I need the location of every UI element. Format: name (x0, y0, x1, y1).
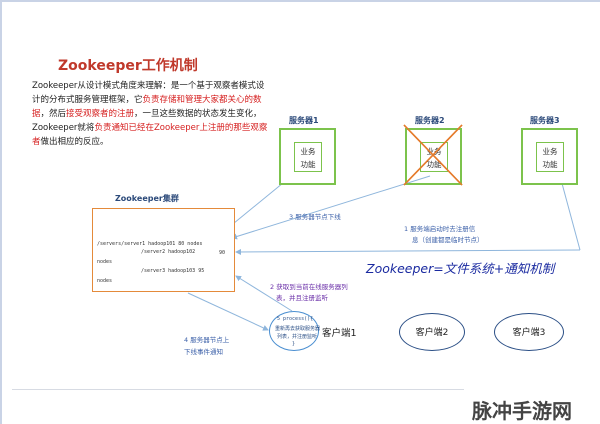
arrow-server2-to-cluster (231, 175, 431, 240)
cluster-row-server1: /servers/server1 hadoop101 80 nodes (97, 241, 203, 247)
server1-label: 服务器1 (289, 116, 319, 125)
client1-watch-bubble: 5 process(){ 重新再去获取服务器 列表，并注册监听 } (269, 311, 321, 351)
cluster-row-nodes-2: nodes (97, 278, 113, 284)
client2-label: 客户端2 (415, 328, 449, 338)
watermark: 脉冲手游网 (472, 399, 572, 423)
server3-function-line1: 业务 (542, 147, 558, 156)
slide-bottom-line (12, 389, 464, 390)
arrow-client-to-cluster (235, 275, 293, 312)
cluster-label: Zookeeper集群 (115, 194, 179, 203)
server3-function-box: 业务 功能 (536, 142, 564, 172)
formula-text: Zookeeper=文件系统+通知机制 (366, 261, 555, 276)
server2-function-line1: 业务 (426, 147, 442, 156)
server2-offline-cross (403, 124, 463, 186)
arrow-cluster-notify-client (187, 292, 269, 331)
server3-function-line2: 功能 (542, 160, 558, 169)
server2-function-line2: 功能 (426, 160, 442, 169)
arrow-server3-segment (559, 175, 581, 251)
server2-function-box: 业务 功能 (420, 142, 448, 172)
server1-function-box: 业务 功能 (294, 142, 322, 172)
para-text-1: Zookeeper从设计模式角度来理解：是一个基于观察者模式设计的分布式服务管理… (32, 81, 265, 105)
server2-box: 业务 功能 (405, 128, 462, 185)
client3-label: 客户端3 (512, 328, 546, 338)
para-highlight-3: 负责通知已经在Zookeeper上注册的那些观察者 (32, 123, 268, 147)
client1-code-line3: 列表，并注册监听 (277, 334, 318, 340)
slide-border-left (0, 0, 2, 424)
client1-code-line4: } (292, 341, 296, 347)
para-text-3: ，一旦这些数据的状态发生变化，Zookeeper就将 (32, 109, 262, 133)
para-highlight-2: 接受观察者的注册 (66, 109, 135, 119)
cluster-row-server3: /server3 hadoop103 95 (141, 268, 205, 274)
zookeeper-cluster-box: /servers/server1 hadoop101 80 nodes 90 n… (92, 208, 235, 292)
note-4-line2: 下线事件通知 (184, 348, 223, 356)
page-title: Zookeeper工作机制 (58, 58, 198, 74)
description-paragraph: Zookeeper从设计模式角度来理解：是一个基于观察者模式设计的分布式服务管理… (32, 79, 270, 149)
server3-box: 业务 功能 (521, 128, 578, 185)
server3-label: 服务器3 (530, 116, 560, 125)
client2-node: 客户端2 (399, 313, 465, 351)
slide-border-top (0, 0, 600, 2)
cluster-row-nodes-1: nodes (97, 259, 113, 265)
note-3-server-offline: 3 服务器节点下线 (289, 213, 341, 221)
client1-label: 客户端1 (322, 328, 357, 339)
note-1-line1: 1 服务端启动时去注册信 (404, 225, 476, 233)
cluster-row-server2-tail: 90 (219, 250, 226, 256)
client3-node: 客户端3 (494, 313, 564, 351)
para-highlight-1: 负责存储和管理大家都关心的数据 (32, 95, 262, 119)
server1-box: 业务 功能 (279, 128, 336, 185)
server1-function-line1: 业务 (300, 147, 316, 156)
note-1-line2: 息（创建都是临时节点） (412, 236, 484, 244)
cluster-row-server2: /server2 hadoop102 (141, 249, 196, 255)
para-text-2: ，然后 (40, 109, 67, 119)
note-4-line1: 4 服务器节点上 (184, 336, 230, 344)
para-text-4: 做出相应的反应。 (40, 137, 109, 147)
arrow-server3-to-cluster (235, 248, 581, 255)
client1-code-line2: 重新再去获取服务器 (275, 326, 321, 332)
server2-label: 服务器2 (415, 116, 445, 125)
client1-code-line1: 5 process(){ (277, 316, 314, 322)
server1-function-line2: 功能 (300, 160, 316, 169)
note-2-line1: 2 获取到当前在线服务器列 (270, 283, 348, 291)
note-2-line2: 表，并且注册监听 (276, 294, 328, 302)
